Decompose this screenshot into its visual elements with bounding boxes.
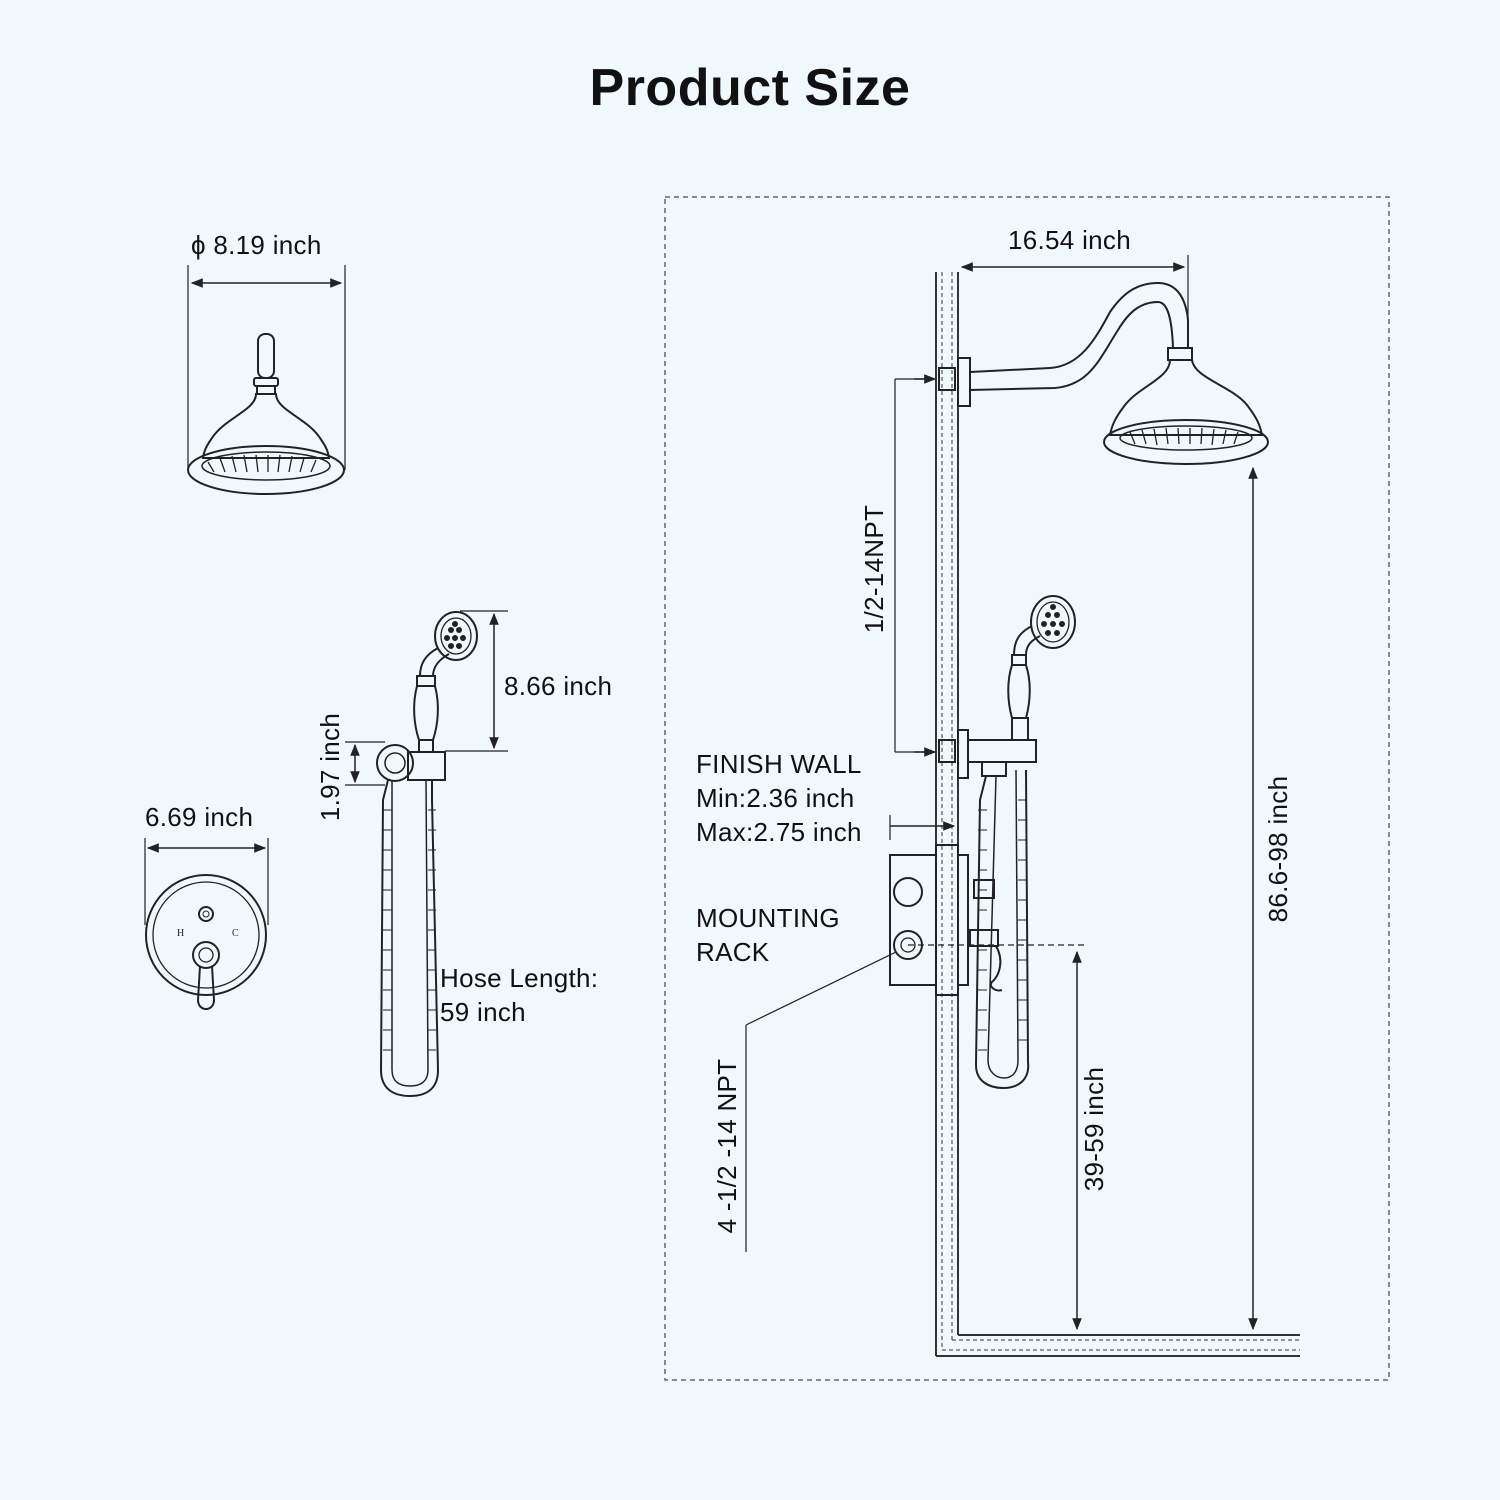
holder-height-label: 1.97 inch (315, 712, 345, 822)
finish-wall (935, 272, 1300, 1357)
page-title: Product Size (589, 59, 911, 117)
mounting-rack-label-2: RACK (696, 937, 770, 967)
head-diameter-label: ϕ 8.19 inch (191, 230, 322, 260)
finish-wall-label-2: Min:2.36 inch (696, 783, 855, 813)
shower-arm-and-head (938, 281, 1269, 465)
finish-wall-label-3: Max:2.75 inch (696, 817, 862, 847)
arm-reach-label: 16.54 inch (1008, 225, 1131, 255)
valve-cold-mark: C (232, 928, 239, 939)
valve-trim-drawing (144, 838, 269, 1010)
install-view-frame (664, 196, 1390, 1381)
head-height-label: 86.6-98 inch (1263, 775, 1293, 923)
slide-bar-handheld (938, 595, 1076, 1090)
mounting-rack-label-1: MOUNTING (696, 903, 840, 933)
valve-rough-in (889, 844, 1003, 996)
wall-dimension-lines (745, 255, 1258, 1331)
handheld-shower-drawing (376, 611, 478, 1098)
finish-wall-label-1: FINISH WALL (696, 749, 862, 779)
handheld-dimension-lines (345, 610, 508, 786)
handheld-length-label: 8.66 inch (504, 671, 613, 701)
valve-hot-mark: H (177, 928, 184, 939)
trim-diameter-label: 6.69 inch (145, 802, 254, 832)
hose-length-label-1: Hose Length: (440, 963, 599, 993)
lower-npt-label: 4 -1/2 -14 NPT (712, 1058, 742, 1234)
upper-npt-label: 1/2-14NPT (859, 504, 889, 634)
hose-length-label-2: 59 inch (440, 997, 526, 1027)
valve-height-label: 39-59 inch (1079, 1066, 1109, 1192)
shower-head-drawing (187, 265, 346, 495)
